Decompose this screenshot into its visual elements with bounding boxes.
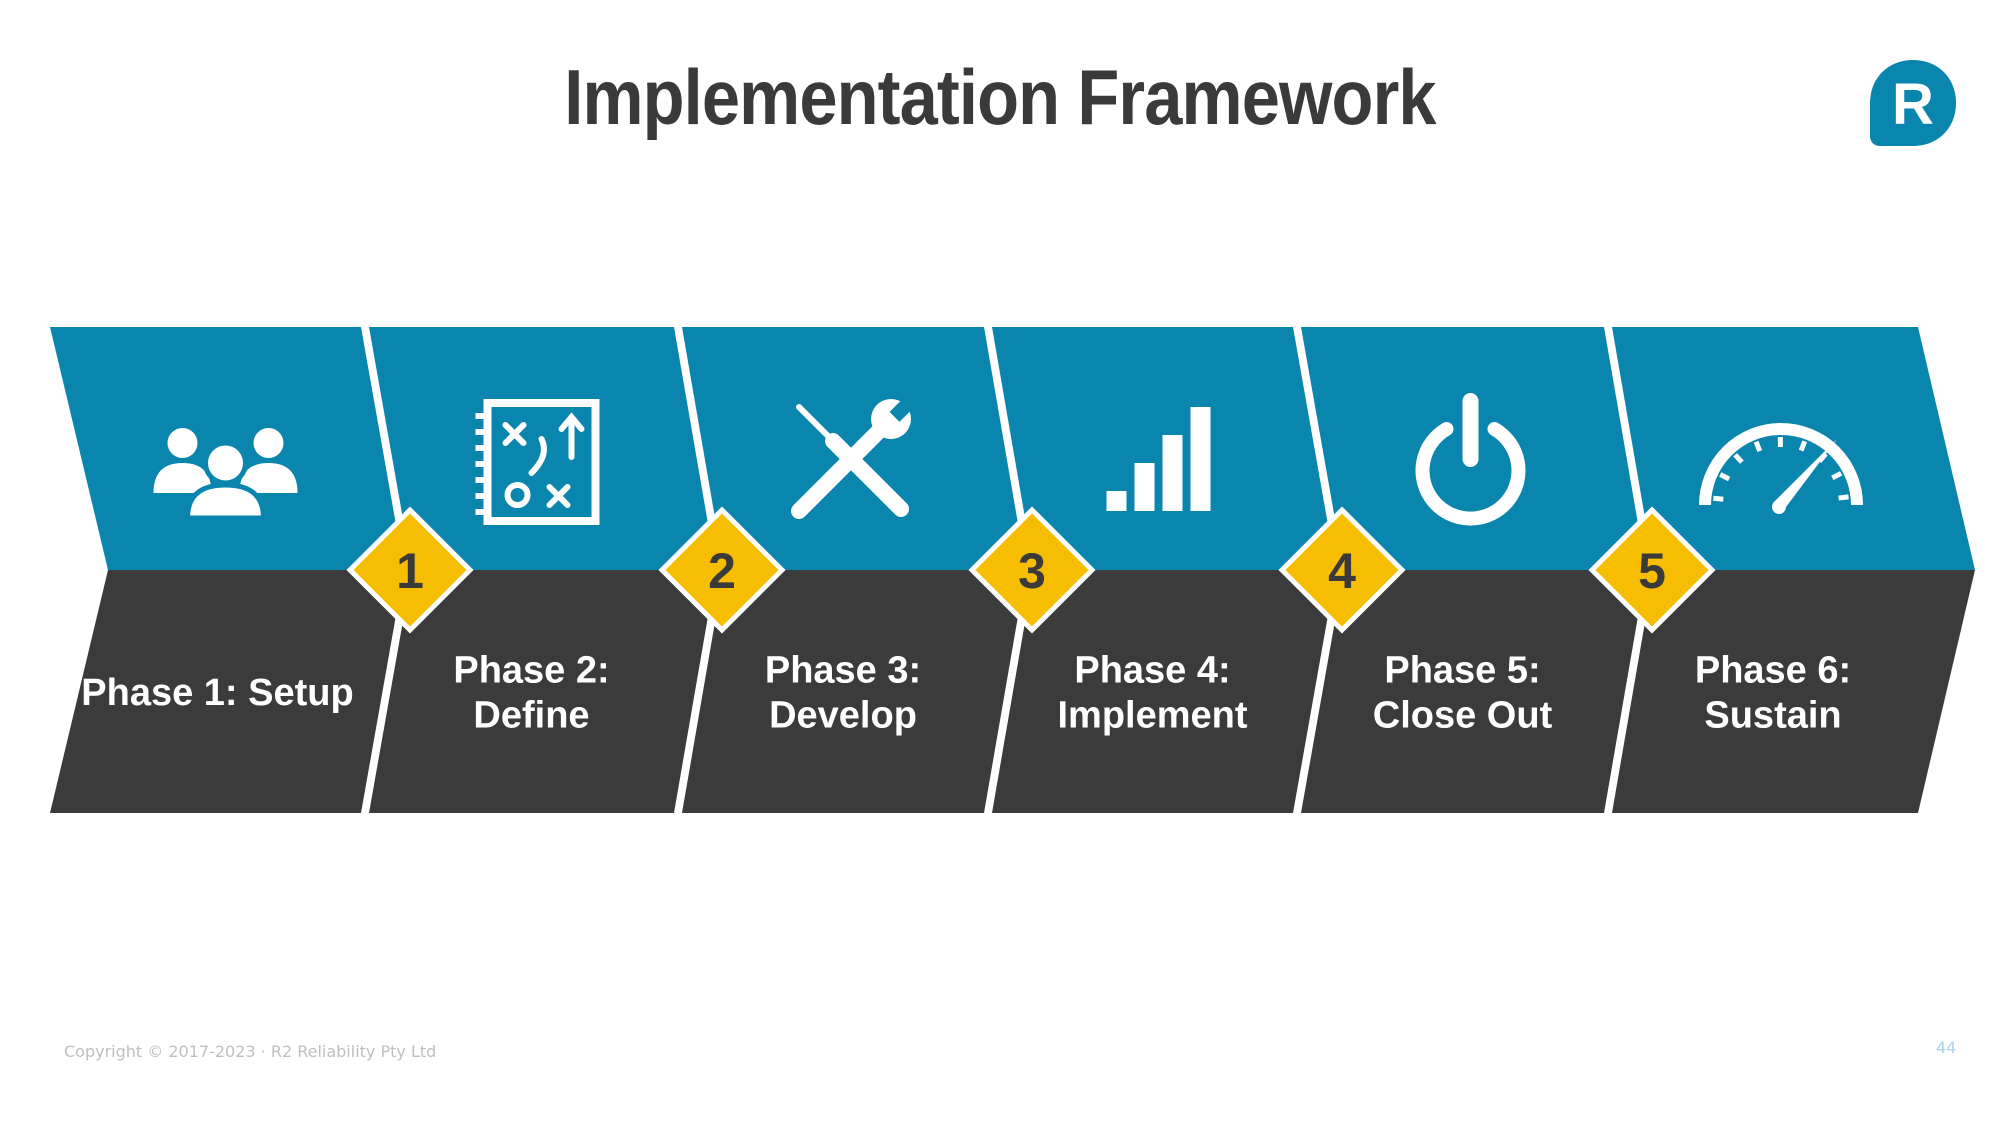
phase-5-bottom-segment <box>1301 570 1646 813</box>
step-2-badge-number: 2 <box>708 543 736 599</box>
step-4-badge-number: 4 <box>1328 543 1356 599</box>
phase-6-label-line-1: Phase 6: <box>1695 650 1851 692</box>
bar-chart-icon <box>1106 407 1211 511</box>
page-title: Implementation Framework <box>564 53 1436 141</box>
phase-6-top-segment <box>1612 327 1975 570</box>
phase-2-bottom-segment <box>369 570 716 813</box>
phase-1-label-line-1: Phase 1: Setup <box>81 672 353 714</box>
step-3-badge <box>968 506 1096 634</box>
phase-6-bottom-segment <box>1612 570 1975 813</box>
tools-icon <box>791 393 918 519</box>
step-1-badge <box>346 506 474 634</box>
step-5-badge <box>1588 506 1716 634</box>
phase-4-label-line-2: Implement <box>1057 695 1247 737</box>
phase-6-label-line-2: Sustain <box>1704 695 1841 737</box>
phase-1-bottom-segment <box>50 570 404 813</box>
phase-3-label-line-2: Develop <box>769 695 917 737</box>
page-number: 44 <box>1936 1038 1957 1057</box>
r2-logo-icon: R <box>1870 60 1956 146</box>
speedometer-icon <box>1699 423 1863 514</box>
team-icon <box>153 428 298 521</box>
phase-2-label-line-2: Define <box>473 695 589 737</box>
logo-letter: R <box>1892 72 1934 137</box>
step-5-badge-number: 5 <box>1638 543 1666 599</box>
footer-copyright: Copyright © 2017-2023 · R2 Reliability P… <box>64 1042 437 1061</box>
strategy-board-icon <box>475 399 600 525</box>
phase-5-label-line-2: Close Out <box>1373 695 1553 737</box>
step-3-badge-number: 3 <box>1018 543 1046 599</box>
step-2-badge <box>658 506 786 634</box>
power-icon <box>1415 393 1526 526</box>
phase-2-label-line-1: Phase 2: <box>453 650 609 692</box>
phase-3-label-line-1: Phase 3: <box>765 650 921 692</box>
phase-4-bottom-segment <box>992 570 1336 813</box>
step-4-badge <box>1278 506 1406 634</box>
step-1-badge-number: 1 <box>396 543 424 599</box>
phase-5-label-line-1: Phase 5: <box>1384 650 1540 692</box>
phase-3-bottom-segment <box>682 570 1026 813</box>
phase-4-label-line-1: Phase 4: <box>1074 650 1230 692</box>
